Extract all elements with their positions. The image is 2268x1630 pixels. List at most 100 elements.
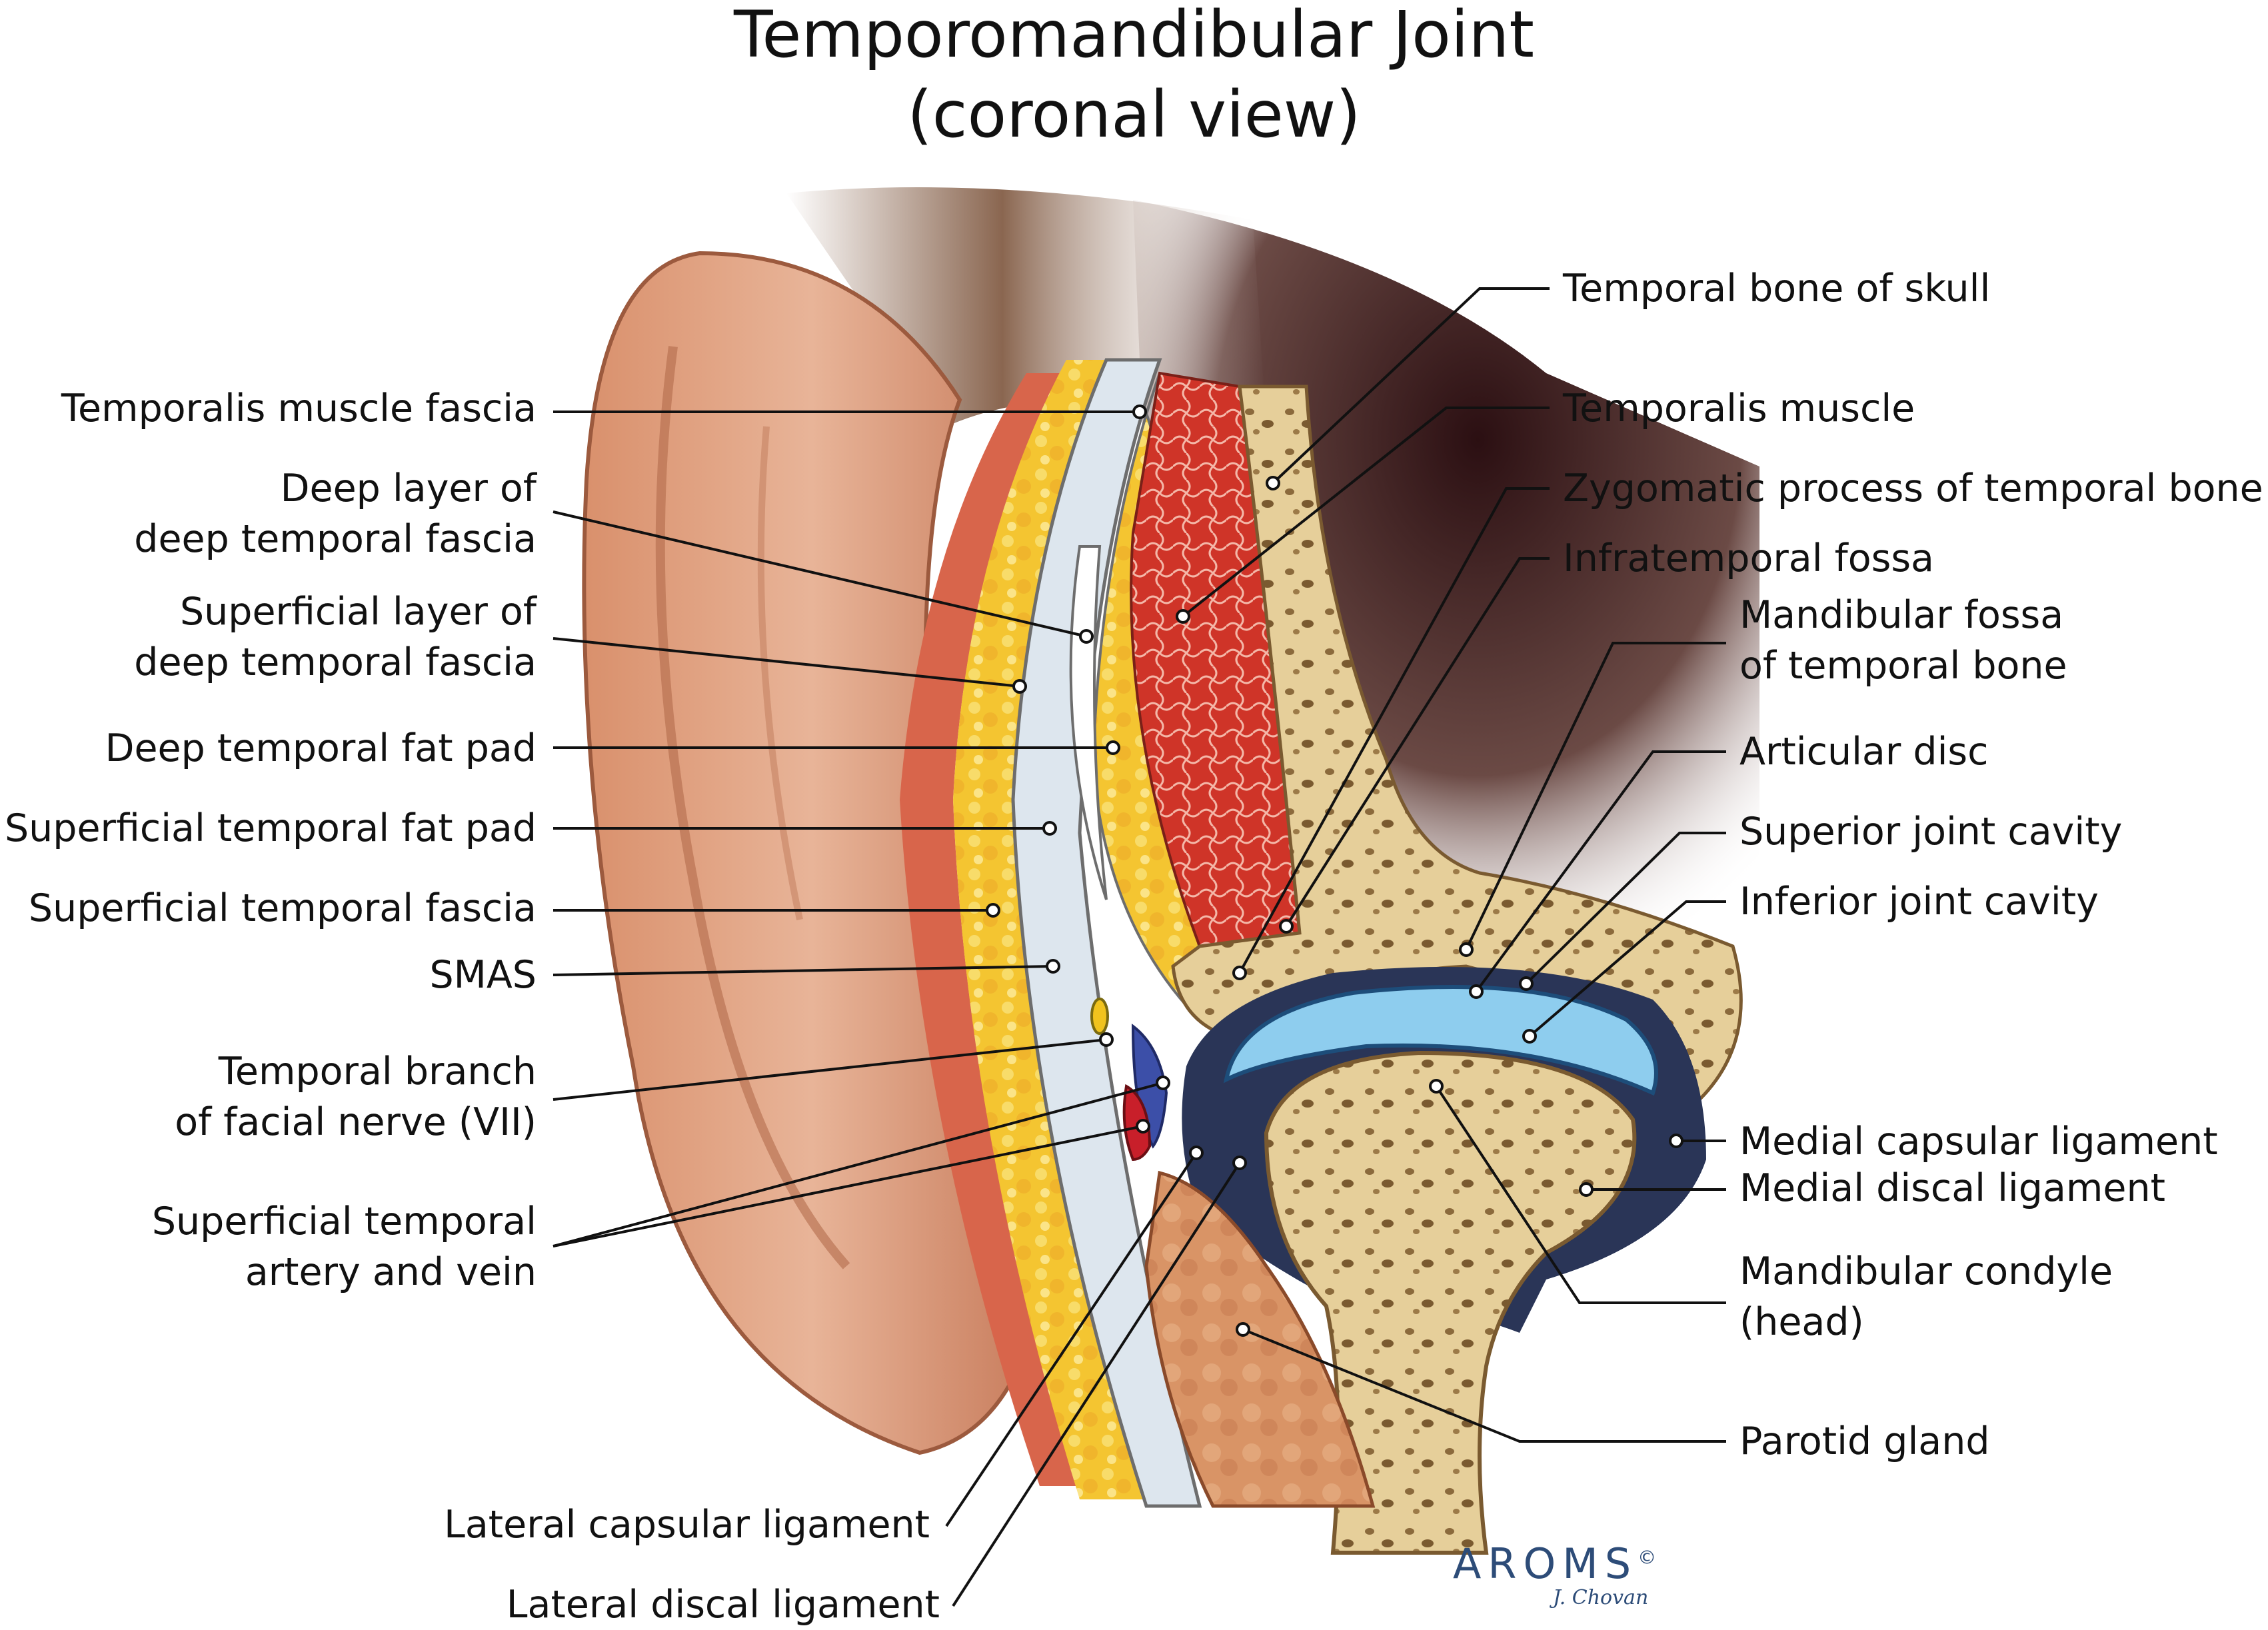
infratemporal-fossa-leader: [1285, 557, 1550, 928]
label-line: of facial nerve (VII): [175, 1100, 537, 1144]
label-line: Infratemporal fossa: [1563, 536, 1934, 580]
label-mandibular-condyle: Mandibular condyle(head): [1739, 1246, 2113, 1347]
label-infratemporal-fossa: Infratemporal fossa: [1563, 533, 1934, 584]
label-line: Temporalis muscle fascia: [61, 387, 537, 430]
label-superficial-temporal-fat-pad: Superficial temporal fat pad: [5, 803, 537, 854]
label-articular-disc: Articular disc: [1739, 726, 1988, 777]
label-line: deep temporal fascia: [134, 640, 537, 684]
superficial-temporal-artery-vein-2-leader: [553, 1125, 1144, 1247]
mandibular-condyle-shape: [1264, 1050, 1637, 1555]
label-zygomatic-process: Zygomatic process of temporal bone: [1563, 463, 2263, 514]
temporal-branch-facial-nerve-leader: [553, 1038, 1107, 1101]
temporal-bone-of-skull-leader: [1272, 287, 1550, 484]
temporalis-muscle-pointer-dot: [1176, 609, 1190, 624]
smas-pointer-dot: [1046, 959, 1060, 974]
ear-fold: [757, 426, 803, 921]
deep-layer-deep-temporal-fascia-leader: [553, 510, 1087, 638]
label-superior-joint-cavity: Superior joint cavity: [1739, 806, 2122, 857]
skin-layer: [900, 373, 1080, 1486]
lateral-capsular-ligament-leader: [945, 1152, 1198, 1527]
lateral-discal-ligament-pointer-dot: [1232, 1156, 1247, 1170]
superficial-layer-deep-temporal-fascia-pointer-dot: [1012, 679, 1027, 694]
label-temporal-branch-facial-nerve: Temporal branch of facial nerve (VII): [175, 1046, 537, 1148]
superficial-temporal-fat-pad-pointer-dot: [1042, 821, 1057, 836]
label-line: Deep temporal fat pad: [105, 726, 537, 770]
diagram-subtitle: (coronal view): [907, 77, 1361, 152]
parotid-gland-leader: [1242, 1328, 1726, 1443]
inferior-joint-cavity-pointer-dot: [1522, 1029, 1537, 1044]
label-line: of temporal bone: [1739, 644, 2067, 688]
articular-disc-pointer-dot: [1469, 984, 1484, 999]
leader-lines: [553, 287, 1726, 1607]
parotid-gland-pointer-dot: [1236, 1322, 1250, 1337]
label-line: (head): [1739, 1300, 1864, 1344]
facial-nerve-branch: [1090, 998, 1109, 1035]
label-line: Mandibular fossa: [1739, 593, 2064, 637]
label-medial-discal-ligament: Medial discal ligament: [1739, 1163, 2165, 1214]
label-temporalis-muscle-fascia: Temporalis muscle fascia: [61, 383, 537, 434]
label-inferior-joint-cavity: Inferior joint cavity: [1739, 876, 2099, 927]
lateral-discal-ligament-leader: [952, 1162, 1241, 1607]
zygomatic-process-leader: [1238, 487, 1550, 974]
label-line: Superficial temporal fat pad: [4, 806, 537, 850]
label-deep-temporal-fat-pad: Deep temporal fat pad: [105, 723, 537, 774]
label-superficial-layer-deep-temporal-fascia: Superficial layer of deep temporal fascia: [134, 586, 537, 688]
articular-disc-leader: [1475, 750, 1726, 993]
superior-joint-cavity-leader: [1525, 832, 1726, 985]
label-line: Temporal bone of skull: [1563, 267, 1991, 311]
temporal-branch-facial-nerve-pointer-dot: [1099, 1032, 1114, 1047]
mandibular-fossa-leader: [1465, 642, 1726, 950]
label-parotid-gland: Parotid gland: [1739, 1416, 1990, 1467]
label-mandibular-fossa: Mandibular fossa of temporal bone: [1739, 590, 2067, 691]
label-line: Zygomatic process of temporal bone: [1563, 466, 2263, 510]
temporalis-muscle-fascia-pointer-dot: [1132, 405, 1147, 419]
label-line: Lateral capsular ligament: [444, 1503, 930, 1547]
diagram-title: Temporomandibular Joint: [734, 0, 1534, 72]
inferior-joint-cavity-leader: [1528, 900, 1726, 1038]
lateral-capsular-ligament-pointer-dot: [1189, 1146, 1204, 1160]
ear-fold: [655, 346, 850, 1269]
label-line: Inferior joint cavity: [1739, 880, 2099, 924]
mandibular-fossa-pointer-dot: [1459, 942, 1474, 957]
deep-temporal-fat-pad-pointer-dot: [1106, 740, 1120, 755]
medial-capsular-ligament-pointer-dot: [1669, 1134, 1684, 1148]
infratemporal-fossa-pointer-dot: [1279, 919, 1294, 934]
label-line: Deep layer of: [280, 466, 537, 510]
superficial-temporal-artery-vein-2-pointer-dot: [1136, 1119, 1150, 1134]
mandibular-condyle-leader: [1435, 1085, 1726, 1304]
label-line: SMAS: [429, 953, 537, 997]
label-line: Medial discal ligament: [1739, 1166, 2165, 1210]
label-line: Superficial layer of: [179, 590, 537, 634]
copyright-mark: ©: [1638, 1546, 1664, 1569]
label-deep-layer-deep-temporal-fascia: Deep layer of deep temporal fascia: [134, 463, 537, 564]
deep-layer-deep-temporal-fascia-pointer-dot: [1079, 629, 1094, 644]
label-line: Articular disc: [1739, 730, 1989, 774]
label-line: deep temporal fascia: [134, 517, 537, 561]
superficial-temporal-artery-vein-leader: [553, 1082, 1164, 1247]
leader-dots: [986, 405, 1684, 1337]
temporal-bone-of-skull-pointer-dot: [1266, 476, 1280, 490]
label-temporal-bone-of-skull: Temporal bone of skull: [1563, 263, 1990, 314]
aroms-logo: AROMS©: [1453, 1539, 1663, 1588]
label-line: artery and vein: [245, 1250, 537, 1294]
ear: [582, 251, 1042, 1455]
artist-signature: J. Chovan: [1553, 1586, 1649, 1609]
label-line: Lateral discal ligament: [506, 1583, 940, 1627]
superior-joint-cavity-pointer-dot: [1519, 976, 1534, 991]
label-smas: SMAS: [429, 950, 537, 1000]
label-line: Superficial temporal fascia: [28, 886, 537, 930]
label-line: Temporal branch: [218, 1050, 537, 1094]
label-line: Superior joint cavity: [1739, 810, 2123, 854]
superficial-temporal-artery-vein-pointer-dot: [1156, 1076, 1170, 1090]
parotid-gland-shape: [1144, 1170, 1376, 1508]
temporalis-muscle-leader: [1182, 407, 1550, 618]
zygomatic-process-pointer-dot: [1232, 966, 1247, 980]
medial-discal-ligament-pointer-dot: [1579, 1182, 1594, 1197]
label-lateral-discal-ligament: Lateral discal ligament: [507, 1579, 940, 1630]
label-superficial-temporal-fascia: Superficial temporal fascia: [29, 883, 537, 934]
label-line: Temporalis muscle: [1563, 387, 1915, 430]
superficial-layer-deep-temporal-fascia-leader: [553, 637, 1020, 688]
